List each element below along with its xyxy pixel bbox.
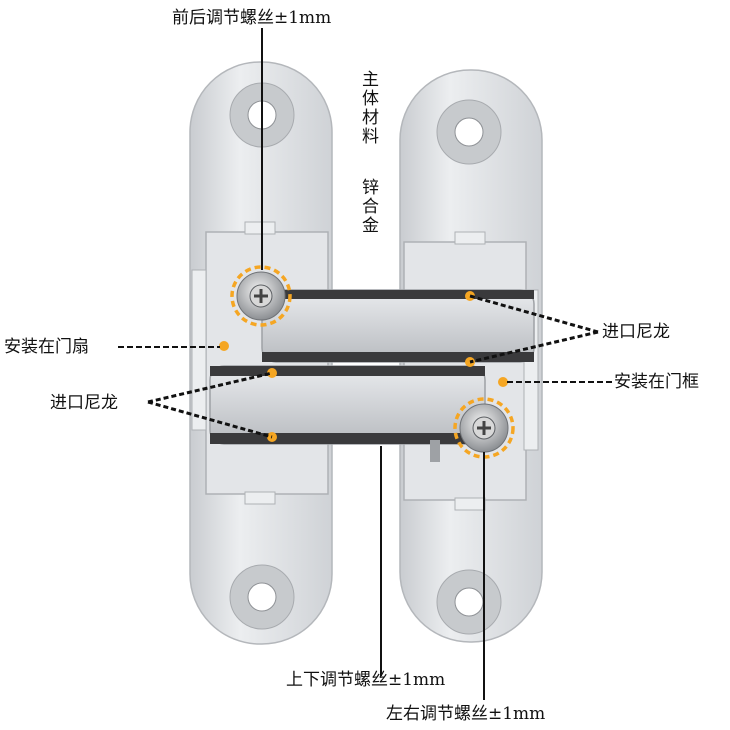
nylon-right-label: 进口尼龙 [602,322,670,342]
upper-pivot-arm [261,289,535,363]
pivot-pin [430,440,440,462]
front-back-adjust-screw-icon [230,265,292,327]
nylon-left-leader-a [147,371,273,404]
top-right-mount-hole [436,99,502,165]
nylon-left-label: 进口尼龙 [50,393,118,413]
front-back-screw-label: 前后调节螺丝±1mm [172,8,332,28]
bottom-left-mount-hole [229,564,295,630]
nylon-dot-left-upper [267,368,277,378]
nylon-left-leader-b [147,400,273,439]
left-right-screw-label: 左右调节螺丝±1mm [386,704,546,724]
door-leaf-plate [189,61,333,645]
install-door-frame-label: 安装在门框 [614,372,699,392]
lower-pivot-arm [209,365,486,445]
install-door-leaf-label: 安装在门扇 [4,337,89,357]
nylon-right-leader-a [469,294,599,334]
door-leaf-marker-dot [219,341,229,351]
callout-lines [118,28,612,700]
bottom-right-mount-hole [436,569,502,635]
nylon-right-leader-b [469,330,599,364]
door-frame-marker-dot [498,377,508,387]
material-value-label: 锌合金 [358,178,378,235]
material-title-label: 主体材料 [358,70,378,146]
left-right-adjust-screw-icon [453,397,515,459]
up-down-screw-label: 上下调节螺丝±1mm [286,670,446,690]
